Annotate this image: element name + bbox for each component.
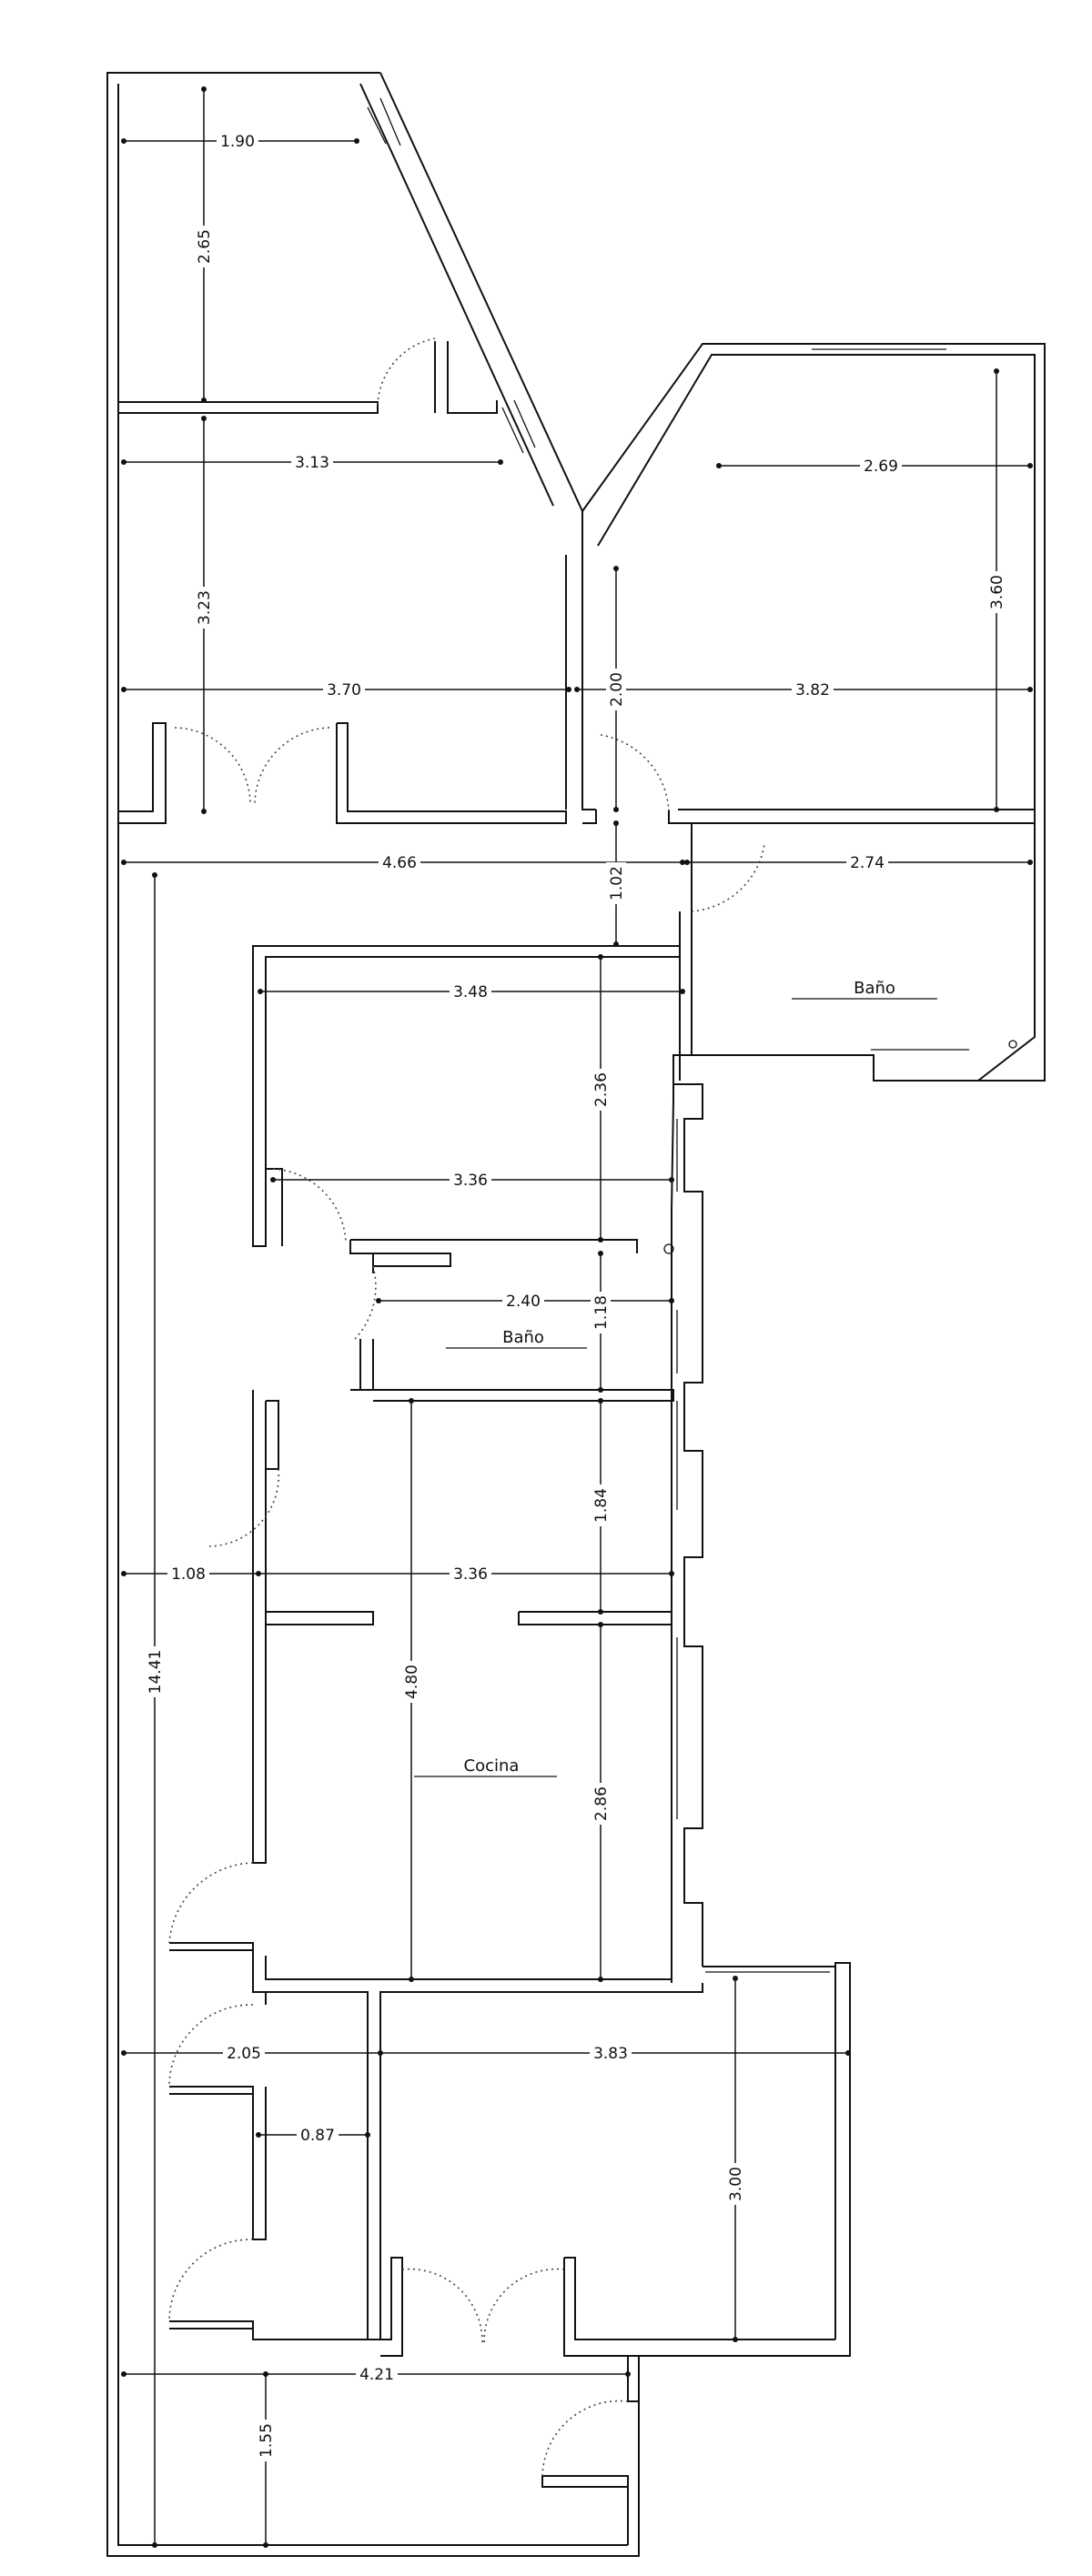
dim-4-66: 4.66 bbox=[382, 854, 417, 872]
windows bbox=[367, 97, 969, 1973]
dim-3-70: 3.70 bbox=[327, 681, 361, 699]
dim-3-83: 3.83 bbox=[593, 2045, 628, 2063]
dim-3-23: 3.23 bbox=[196, 590, 214, 625]
dim-2-74: 2.74 bbox=[850, 854, 885, 872]
dim-1-84: 1.84 bbox=[592, 1488, 611, 1523]
dimension-labels: 1.90 2.65 3.13 3.23 3.70 2.00 3.82 2.69 … bbox=[145, 131, 1006, 2461]
interior-walls bbox=[118, 341, 1035, 2556]
dim-0-87: 0.87 bbox=[300, 2127, 335, 2145]
dim-4-21: 4.21 bbox=[359, 2366, 394, 2384]
dim-2-65: 2.65 bbox=[196, 229, 214, 264]
dim-3-13: 3.13 bbox=[295, 454, 329, 472]
dim-3-36-bedroom: 3.36 bbox=[453, 1172, 488, 1190]
dim-1-08: 1.08 bbox=[171, 1565, 206, 1584]
dim-2-40: 2.40 bbox=[506, 1293, 541, 1311]
dim-1-02: 1.02 bbox=[608, 866, 626, 901]
dim-4-80: 4.80 bbox=[403, 1665, 421, 1699]
dim-3-60: 3.60 bbox=[988, 575, 1006, 609]
dim-1-90: 1.90 bbox=[220, 133, 255, 151]
dim-3-48: 3.48 bbox=[453, 983, 488, 1001]
dim-2-69: 2.69 bbox=[864, 458, 898, 476]
dim-2-05: 2.05 bbox=[227, 2045, 261, 2063]
door-swings bbox=[168, 337, 1017, 2477]
room-label-bano-1: Baño bbox=[854, 979, 895, 998]
exterior-walls bbox=[106, 72, 1046, 2557]
dim-2-86: 2.86 bbox=[592, 1786, 611, 1821]
dim-3-36-cocina: 3.36 bbox=[453, 1565, 488, 1584]
dim-1-55: 1.55 bbox=[258, 2423, 276, 2458]
dim-14-41: 14.41 bbox=[147, 1650, 165, 1695]
dim-2-36: 2.36 bbox=[592, 1072, 611, 1107]
dim-3-00: 3.00 bbox=[727, 2167, 745, 2201]
room-labels: Baño Baño Cocina bbox=[414, 979, 937, 1777]
dimension-ticks bbox=[121, 86, 1033, 2548]
dim-2-00: 2.00 bbox=[608, 672, 626, 707]
dim-1-18: 1.18 bbox=[592, 1295, 611, 1330]
room-label-cocina: Cocina bbox=[464, 1756, 520, 1776]
room-label-bano-2: Baño bbox=[502, 1328, 544, 1347]
dim-3-82: 3.82 bbox=[795, 681, 830, 699]
